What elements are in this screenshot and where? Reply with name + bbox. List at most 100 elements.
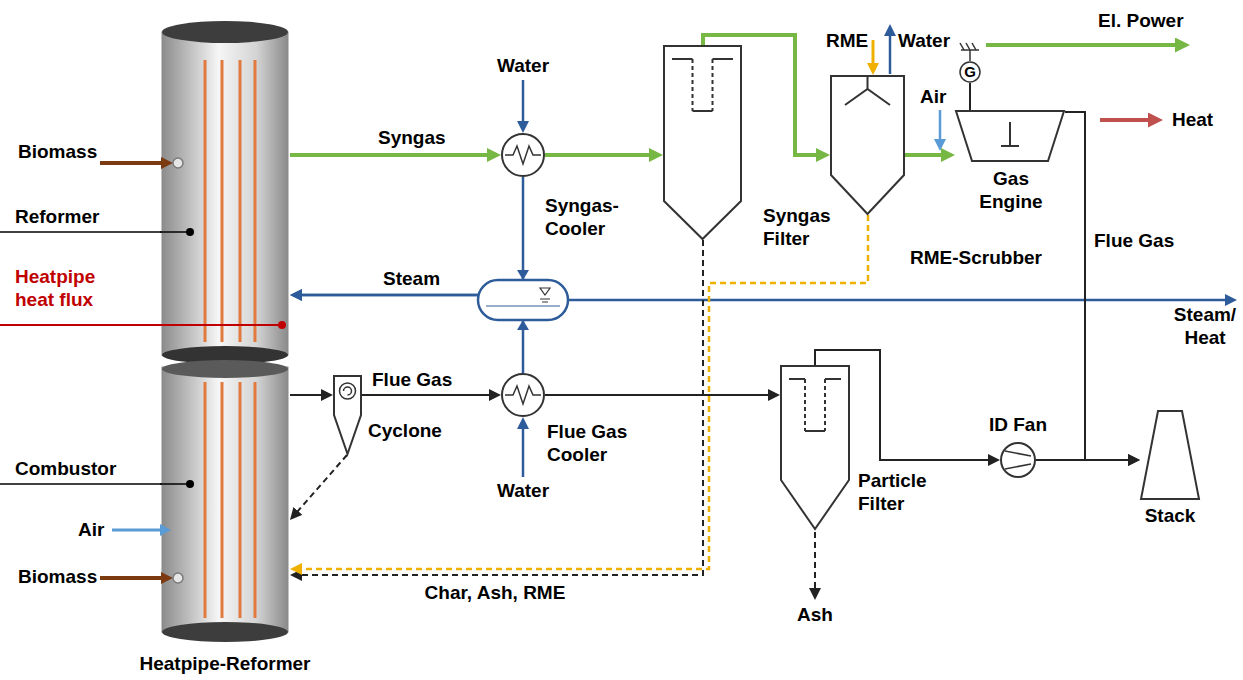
leader-line <box>160 324 282 326</box>
callout-label: Biomass <box>18 141 97 164</box>
leader-dot <box>186 480 194 488</box>
engine-shaft <box>1001 122 1019 146</box>
scrubber-vessel: RME-Scrubber <box>830 75 905 215</box>
generator-outline <box>960 62 980 82</box>
arrow-head <box>517 320 529 330</box>
level-symbol <box>540 288 550 295</box>
water-level <box>486 306 560 307</box>
scrubber-vessel-shape <box>830 75 905 215</box>
node-label: Flue Gas Cooler <box>547 421 647 467</box>
vessel-outline <box>781 366 849 529</box>
node-label: Stack <box>1130 505 1210 528</box>
flow-line <box>545 153 656 157</box>
filter-element <box>805 379 825 431</box>
water-feed-arrow <box>522 421 525 477</box>
reformer-shell <box>162 32 288 355</box>
node-label: Gas Engine <box>975 168 1047 214</box>
cyclone-swirl <box>344 387 352 395</box>
filter-vessel-shape <box>663 45 742 240</box>
arrow-head <box>160 524 171 536</box>
gas-engine: Gas Engine <box>955 110 1065 162</box>
gas-engine-shape <box>955 110 1065 162</box>
reactor-column: Heatpipe-Reformer <box>160 20 290 645</box>
heatpipe <box>239 60 242 342</box>
exchanger-coil <box>505 146 541 164</box>
level-symbol <box>540 299 550 302</box>
flow-line <box>296 240 703 575</box>
leader-dot <box>278 321 286 329</box>
cyclone-separator: Cyclone <box>333 375 362 455</box>
flow-line <box>290 394 327 396</box>
stack-chimney-shape <box>1140 410 1200 500</box>
exchanger-coil <box>505 386 541 404</box>
flow-line <box>294 455 347 515</box>
feed-port <box>173 158 183 168</box>
steam-drum <box>478 280 568 320</box>
stack-outline <box>1141 411 1199 499</box>
reactor-column-shape <box>160 20 290 645</box>
arrow-head <box>161 572 173 584</box>
vessel-outline <box>831 76 904 214</box>
cyclone-swirl <box>340 383 356 399</box>
filter-vessel: Particle Filter <box>780 365 850 530</box>
filter-vessel-shape <box>780 365 850 530</box>
biomass-feed-line <box>100 161 162 165</box>
heatpipe <box>254 382 257 618</box>
heatpipe <box>221 60 224 342</box>
leader-line <box>160 483 190 485</box>
callout-label: Water <box>493 480 553 503</box>
arrow-head <box>161 157 173 169</box>
callout-label: Air <box>920 86 946 109</box>
stack-chimney: Stack <box>1140 410 1200 500</box>
callout-label: Heat <box>1172 109 1213 132</box>
column-divider <box>162 360 288 378</box>
vessel-outline <box>664 46 741 239</box>
edge-label: Char, Ash, RME <box>415 582 575 605</box>
flow-line <box>545 394 774 396</box>
callout-label: Air <box>78 519 104 542</box>
leader-line <box>0 483 162 485</box>
ash-out-arrow <box>814 532 816 596</box>
edge-label: Steam <box>383 268 440 291</box>
flow-line <box>290 153 494 157</box>
heat-exchanger: Syngas-Cooler <box>501 133 545 177</box>
steam-out-arrow <box>568 299 1233 302</box>
combustor-shell <box>162 367 288 632</box>
heat-exchanger-shape <box>501 133 545 177</box>
heatpipe <box>204 60 207 342</box>
node-label: Syngas-Cooler <box>545 195 640 241</box>
edge-label: Syngas <box>378 127 446 150</box>
air-feed-line <box>112 529 162 532</box>
filter-element <box>693 59 713 111</box>
filter-vessel: Syngas Filter <box>663 45 742 240</box>
leader-line <box>0 231 162 233</box>
leader-dot <box>186 228 194 236</box>
callout-label: Water <box>493 55 553 78</box>
heat-exchanger: Flue Gas Cooler <box>501 373 545 417</box>
fan-blades <box>1005 451 1031 469</box>
callout-label: Water <box>898 30 950 53</box>
engine-outline <box>956 111 1064 161</box>
filter-element <box>672 59 733 111</box>
edge-label: Flue Gas <box>372 369 452 392</box>
callout-label: Combustor <box>15 458 116 481</box>
node-label: Syngas Filter <box>763 205 838 251</box>
flow-line <box>362 394 495 396</box>
heatpipe <box>239 382 242 618</box>
rme-feed-arrow <box>872 40 875 71</box>
leader-line <box>0 324 162 326</box>
callout-label: Ash <box>790 604 840 627</box>
exchanger-outline <box>502 134 544 176</box>
spray-nozzle <box>845 77 890 105</box>
ground-symbol <box>969 50 971 61</box>
heatpipe <box>221 382 224 618</box>
callout-label: RME <box>826 30 868 53</box>
biomass-feed-line <box>100 576 162 580</box>
exchanger-outline <box>502 374 544 416</box>
cyclone-outline <box>334 376 361 454</box>
node-label: ID Fan <box>975 414 1061 437</box>
air-feed-arrow <box>939 110 942 147</box>
heat-out-arrow <box>1100 118 1158 122</box>
